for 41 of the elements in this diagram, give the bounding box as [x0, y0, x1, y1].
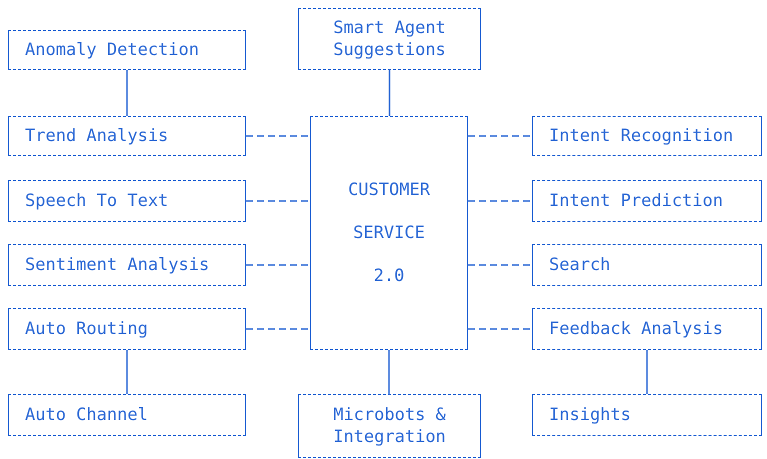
feature-box [532, 180, 762, 222]
feature-box [8, 116, 246, 156]
connector-line [246, 200, 310, 202]
box-label: Smart Agent Suggestions [332, 17, 447, 61]
feature-box [532, 244, 762, 286]
feature-box [532, 116, 762, 156]
connector-line [468, 135, 532, 137]
box-label: CUSTOMER SERVICE 2.0 [348, 178, 430, 288]
box-label: Intent Recognition [549, 125, 734, 147]
central-box [310, 116, 468, 350]
connector-line [388, 70, 390, 116]
feature-box [298, 8, 481, 70]
box-label: Insights [549, 404, 631, 426]
box-label: Anomaly Detection [25, 39, 199, 61]
feature-box [8, 394, 246, 436]
box-label: Feedback Analysis [549, 318, 723, 340]
feature-box [8, 308, 246, 350]
feature-box [8, 180, 246, 222]
connector-line [388, 350, 390, 394]
connector-line [468, 264, 532, 266]
connector-line [246, 328, 310, 330]
connector-line [468, 328, 532, 330]
feature-box [8, 244, 246, 286]
box-label: Auto Routing [25, 318, 148, 340]
box-label: Trend Analysis [25, 125, 168, 147]
connector-line [126, 350, 128, 394]
box-label: Speech To Text [25, 190, 168, 212]
feature-box [532, 394, 762, 436]
feature-box [532, 308, 762, 350]
box-label: Auto Channel [25, 404, 148, 426]
box-label: Search [549, 254, 610, 276]
connector-line [468, 200, 532, 202]
connector-line [246, 264, 310, 266]
box-label: Microbots & Integration [332, 404, 447, 448]
connector-line [126, 70, 128, 116]
feature-box [298, 394, 481, 458]
connector-line [646, 350, 648, 394]
box-label: Intent Prediction [549, 190, 723, 212]
connector-line [246, 135, 310, 137]
box-label: Sentiment Analysis [25, 254, 210, 276]
feature-box [8, 30, 246, 70]
